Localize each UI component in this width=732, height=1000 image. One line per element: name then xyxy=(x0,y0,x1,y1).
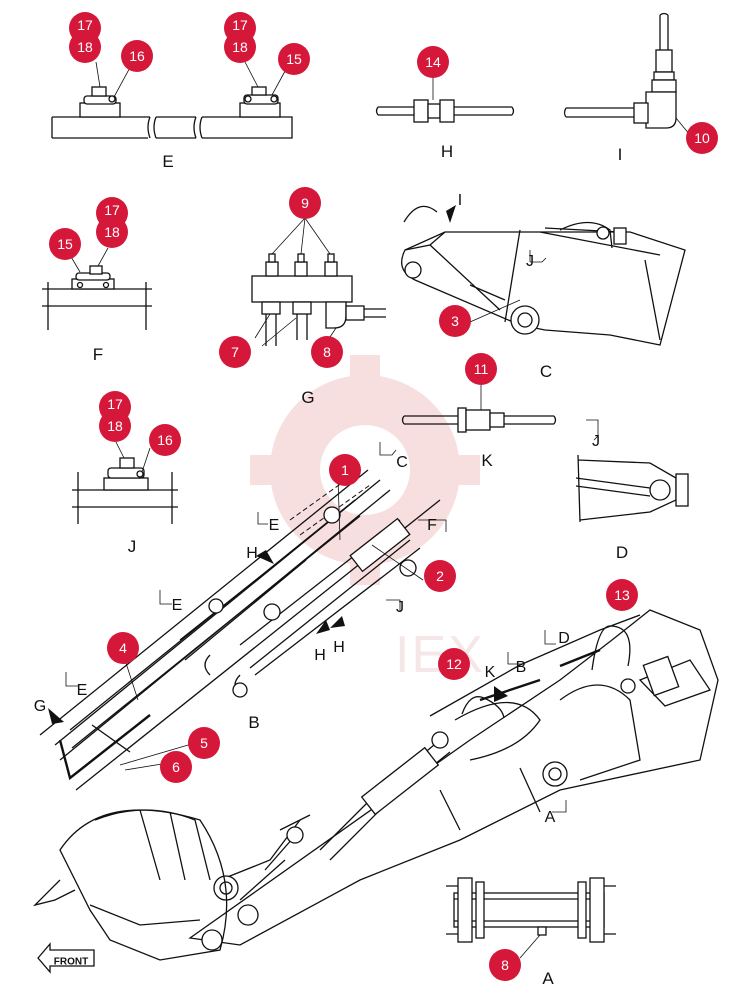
callout-2[interactable]: 2 xyxy=(424,560,456,592)
callout-11-text: 11 xyxy=(474,361,489,377)
callout-1-text: 1 xyxy=(341,462,349,478)
callout-9-text: 9 xyxy=(301,195,309,211)
callout-12[interactable]: 12 xyxy=(438,648,470,680)
view-label-d: D xyxy=(616,543,628,562)
view-label-g: G xyxy=(301,388,314,407)
callout-18-f-text: 18 xyxy=(104,224,120,240)
callout-5[interactable]: 5 xyxy=(188,727,220,759)
section-mark-g: G xyxy=(34,698,46,715)
callout-7[interactable]: 7 xyxy=(219,336,251,368)
section-mark-j: J xyxy=(396,599,404,616)
section-mark-e3: E xyxy=(77,682,88,699)
section-mark-a: A xyxy=(545,809,556,826)
section-mark-f: F xyxy=(427,517,437,534)
callout-14-text: 14 xyxy=(425,54,441,70)
callout-8-g[interactable]: 8 xyxy=(311,336,343,368)
callout-5-text: 5 xyxy=(200,735,208,751)
front-label: FRONT xyxy=(54,957,88,968)
callout-18-e2[interactable]: 18 xyxy=(224,31,256,63)
view-label-i: I xyxy=(618,145,623,164)
section-mark-c: C xyxy=(396,454,408,471)
callout-6-text: 6 xyxy=(172,759,180,775)
section-mark-h3: H xyxy=(333,639,345,656)
callout-18-e2-text: 18 xyxy=(232,39,248,55)
section-mark-h2: H xyxy=(314,647,326,664)
callout-2-text: 2 xyxy=(436,568,444,584)
callout-15-f[interactable]: 15 xyxy=(49,228,81,260)
callout-4-text: 4 xyxy=(119,640,127,656)
callout-18-j-text: 18 xyxy=(107,418,123,434)
view-e: E xyxy=(51,61,293,171)
callout-12-text: 12 xyxy=(446,656,462,672)
callout-13[interactable]: 13 xyxy=(606,579,638,611)
section-mark-b: B xyxy=(516,659,527,676)
view-h: H xyxy=(375,73,515,161)
callout-17-j-text: 17 xyxy=(107,396,123,412)
callout-16-e-text: 16 xyxy=(129,48,145,64)
view-b: C F E E E J H H H G B xyxy=(34,442,447,791)
callout-3[interactable]: 3 xyxy=(439,305,471,337)
callout-8-a-text: 8 xyxy=(501,957,509,973)
view-label-j: J xyxy=(128,537,137,556)
view-i: I xyxy=(563,12,691,164)
section-mark-i: I xyxy=(458,192,462,209)
view-label-h: H xyxy=(441,142,453,161)
section-mark-j-d: J xyxy=(592,433,600,450)
callout-8-a[interactable]: 8 xyxy=(489,949,521,981)
main-boom-assembly: K B D A xyxy=(32,609,719,961)
view-a: A xyxy=(446,877,616,988)
view-label-b: B xyxy=(248,713,259,732)
callout-15-f-text: 15 xyxy=(57,236,73,252)
view-label-e: E xyxy=(162,152,173,171)
front-indicator: FRONT xyxy=(37,942,95,974)
callout-18-f[interactable]: 18 xyxy=(96,216,128,248)
watermark-gear-logo: IEX xyxy=(250,355,485,684)
callout-9[interactable]: 9 xyxy=(289,187,321,219)
callout-16-j-text: 16 xyxy=(157,432,173,448)
view-label-f: F xyxy=(93,345,103,364)
section-mark-e2: E xyxy=(172,597,183,614)
callout-18-j[interactable]: 18 xyxy=(99,410,131,442)
callout-18-e1-text: 18 xyxy=(77,39,93,55)
callout-17-e2-text: 17 xyxy=(232,17,248,33)
section-mark-e1: E xyxy=(269,517,280,534)
callout-10[interactable]: 10 xyxy=(686,122,718,154)
view-k: K xyxy=(401,385,557,470)
callout-10-text: 10 xyxy=(694,130,710,146)
callout-7-text: 7 xyxy=(231,344,239,360)
callout-1[interactable]: 1 xyxy=(329,454,361,486)
section-mark-d: D xyxy=(558,630,570,647)
callout-17-e1-text: 17 xyxy=(77,17,93,33)
callout-14[interactable]: 14 xyxy=(417,46,449,78)
callout-6[interactable]: 6 xyxy=(160,751,192,783)
view-label-c: C xyxy=(540,362,552,381)
section-mark-j-c: J xyxy=(526,253,534,270)
section-mark-h1: H xyxy=(246,545,258,562)
callout-15-e[interactable]: 15 xyxy=(278,43,310,75)
callout-16-j[interactable]: 16 xyxy=(149,424,181,456)
view-c: J I C xyxy=(401,192,686,381)
callout-17-f-text: 17 xyxy=(104,202,120,218)
view-d: J D xyxy=(575,419,689,562)
callout-8-g-text: 8 xyxy=(323,344,331,360)
section-mark-k: K xyxy=(485,664,496,681)
view-label-k: K xyxy=(481,451,493,470)
view-g: G xyxy=(251,217,386,407)
view-f: F xyxy=(42,247,152,364)
watermark-text: IEX xyxy=(395,626,485,684)
callout-3-text: 3 xyxy=(451,313,459,329)
callout-16-e[interactable]: 16 xyxy=(121,40,153,72)
callout-11[interactable]: 11 xyxy=(465,353,497,385)
view-label-a: A xyxy=(542,969,554,988)
callout-4[interactable]: 4 xyxy=(107,632,139,664)
callout-15-e-text: 15 xyxy=(286,51,302,67)
callout-18-e1[interactable]: 18 xyxy=(69,31,101,63)
callout-13-text: 13 xyxy=(614,587,630,603)
view-j: J xyxy=(72,441,178,556)
